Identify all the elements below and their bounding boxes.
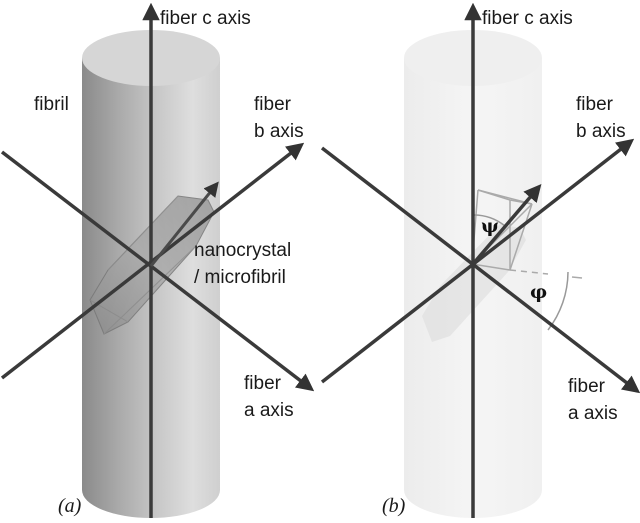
- panel-a-c-axis-label: fiber c axis: [160, 8, 251, 29]
- phi-symbol: φ: [530, 281, 547, 303]
- nanocrystal-label-line2: / microfibril: [194, 267, 286, 288]
- panel-b-b-axis-label-line1: fiber: [576, 94, 614, 115]
- panel-b-a-axis-label-line2: a axis: [568, 403, 618, 424]
- crystal-orientation-arrow: [471, 184, 542, 266]
- panel-b: fiber c axis fiber b axis fiber a axis ψ…: [320, 2, 640, 518]
- psi-angle-arc: [472, 214, 506, 227]
- psi-symbol: ψ: [481, 215, 499, 237]
- panel-a-fibril-label: fibril: [34, 94, 69, 115]
- panel-b-c-axis-label: fiber c axis: [482, 8, 573, 29]
- panel-b-label: (b): [382, 495, 406, 517]
- a-axis-line: [0, 150, 315, 392]
- panel-b-b-axis-label-line2: b axis: [576, 121, 626, 142]
- panel-b-a-axis-label-line1: fiber: [568, 376, 606, 397]
- panel-a-b-axis-label-line2: b axis: [254, 121, 304, 142]
- nanocrystal-label-line1: nanocrystal: [194, 240, 291, 261]
- nanocrystal-axis-arrow: [149, 181, 219, 267]
- b-panel-a-axis-line: [320, 146, 640, 394]
- phi-angle-arc: [547, 271, 569, 331]
- panel-a-a-axis-label-line1: fiber: [244, 373, 282, 394]
- panel-a: fiber c axis fibril fiber b axis nanocry…: [0, 2, 315, 518]
- panel-a-a-axis-label-line2: a axis: [244, 400, 294, 421]
- panel-a-label: (a): [58, 495, 82, 517]
- panel-a-b-axis-label-line1: fiber: [254, 94, 292, 115]
